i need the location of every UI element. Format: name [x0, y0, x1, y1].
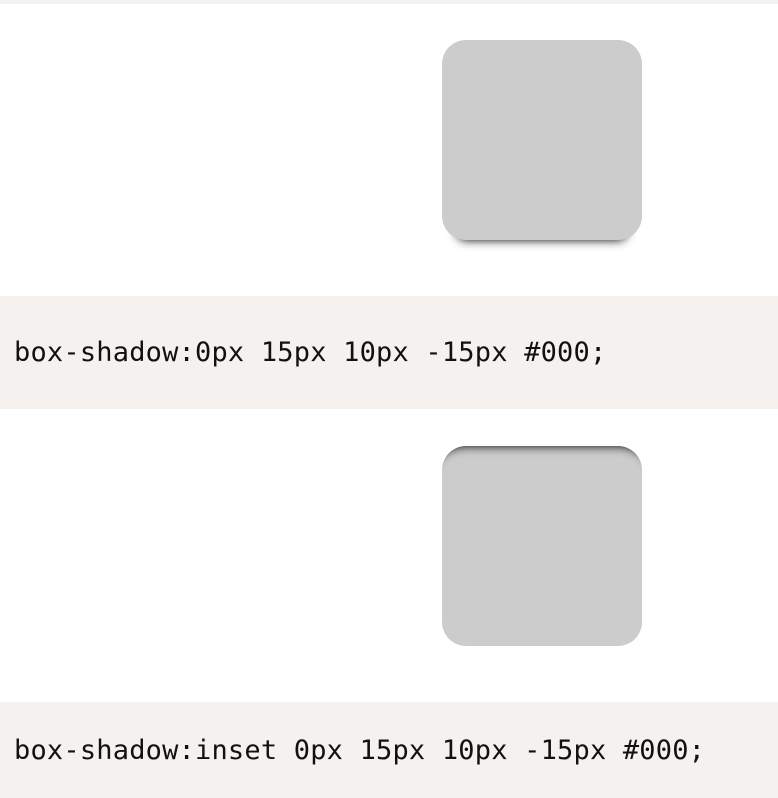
code-snippet-inset: box-shadow:inset 0px 15px 10px -15px #00…: [0, 702, 778, 798]
code-text-inset: box-shadow:inset 0px 15px 10px -15px #00…: [14, 734, 706, 766]
code-snippet-outer: box-shadow:0px 15px 10px -15px #000;: [0, 296, 778, 409]
outer-shadow-demo-box: [442, 40, 642, 240]
inset-shadow-demo-box: [442, 446, 642, 646]
code-text-outer: box-shadow:0px 15px 10px -15px #000;: [14, 337, 607, 368]
top-divider: [0, 0, 778, 4]
